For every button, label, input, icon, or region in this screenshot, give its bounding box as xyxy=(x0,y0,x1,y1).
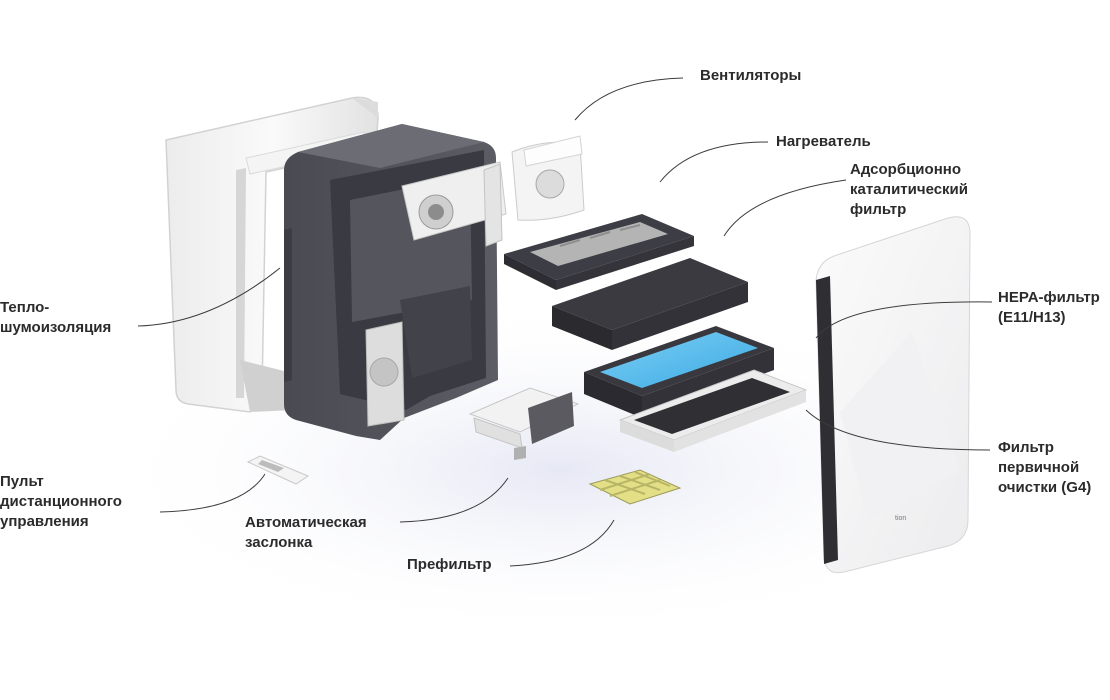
label-catalytic-filter: Адсорбционно каталитический фильтр xyxy=(850,161,969,218)
leader-prefilter xyxy=(509,519,615,567)
leader-fans xyxy=(574,77,684,121)
primary-filter xyxy=(618,369,808,452)
label-hepa-filter: HEPA-фильтр (E11/H13) xyxy=(998,289,1100,326)
label-automatic-damper: Автоматическая заслонка xyxy=(245,514,367,551)
prefilter xyxy=(588,469,682,505)
leader-hepa xyxy=(815,301,993,339)
label-heater: Нагреватель xyxy=(776,133,871,150)
label-prefilter: Префильтр xyxy=(407,556,492,573)
heater xyxy=(504,214,694,290)
leader-primary xyxy=(805,409,991,451)
leader-lines xyxy=(137,77,993,567)
remote-control xyxy=(246,455,310,485)
front-panel: tion xyxy=(815,216,971,574)
leader-insulation xyxy=(137,267,281,327)
label-insulation: Тепло- шумоизоляция xyxy=(0,299,112,336)
panel-logo: tion xyxy=(895,515,906,522)
label-primary-filter: Фильтр первичной очистки (G4) xyxy=(998,439,1092,496)
leader-damper xyxy=(399,477,509,523)
catalytic-filter xyxy=(552,258,748,350)
label-fans: Вентиляторы xyxy=(700,67,802,84)
automatic-damper xyxy=(468,387,580,460)
leader-remote xyxy=(159,473,266,513)
leader-catalytic xyxy=(723,179,847,237)
label-remote-control: Пульт дистанционного управления xyxy=(0,473,122,530)
fan-assembly xyxy=(401,135,585,247)
leader-heater xyxy=(659,141,769,183)
